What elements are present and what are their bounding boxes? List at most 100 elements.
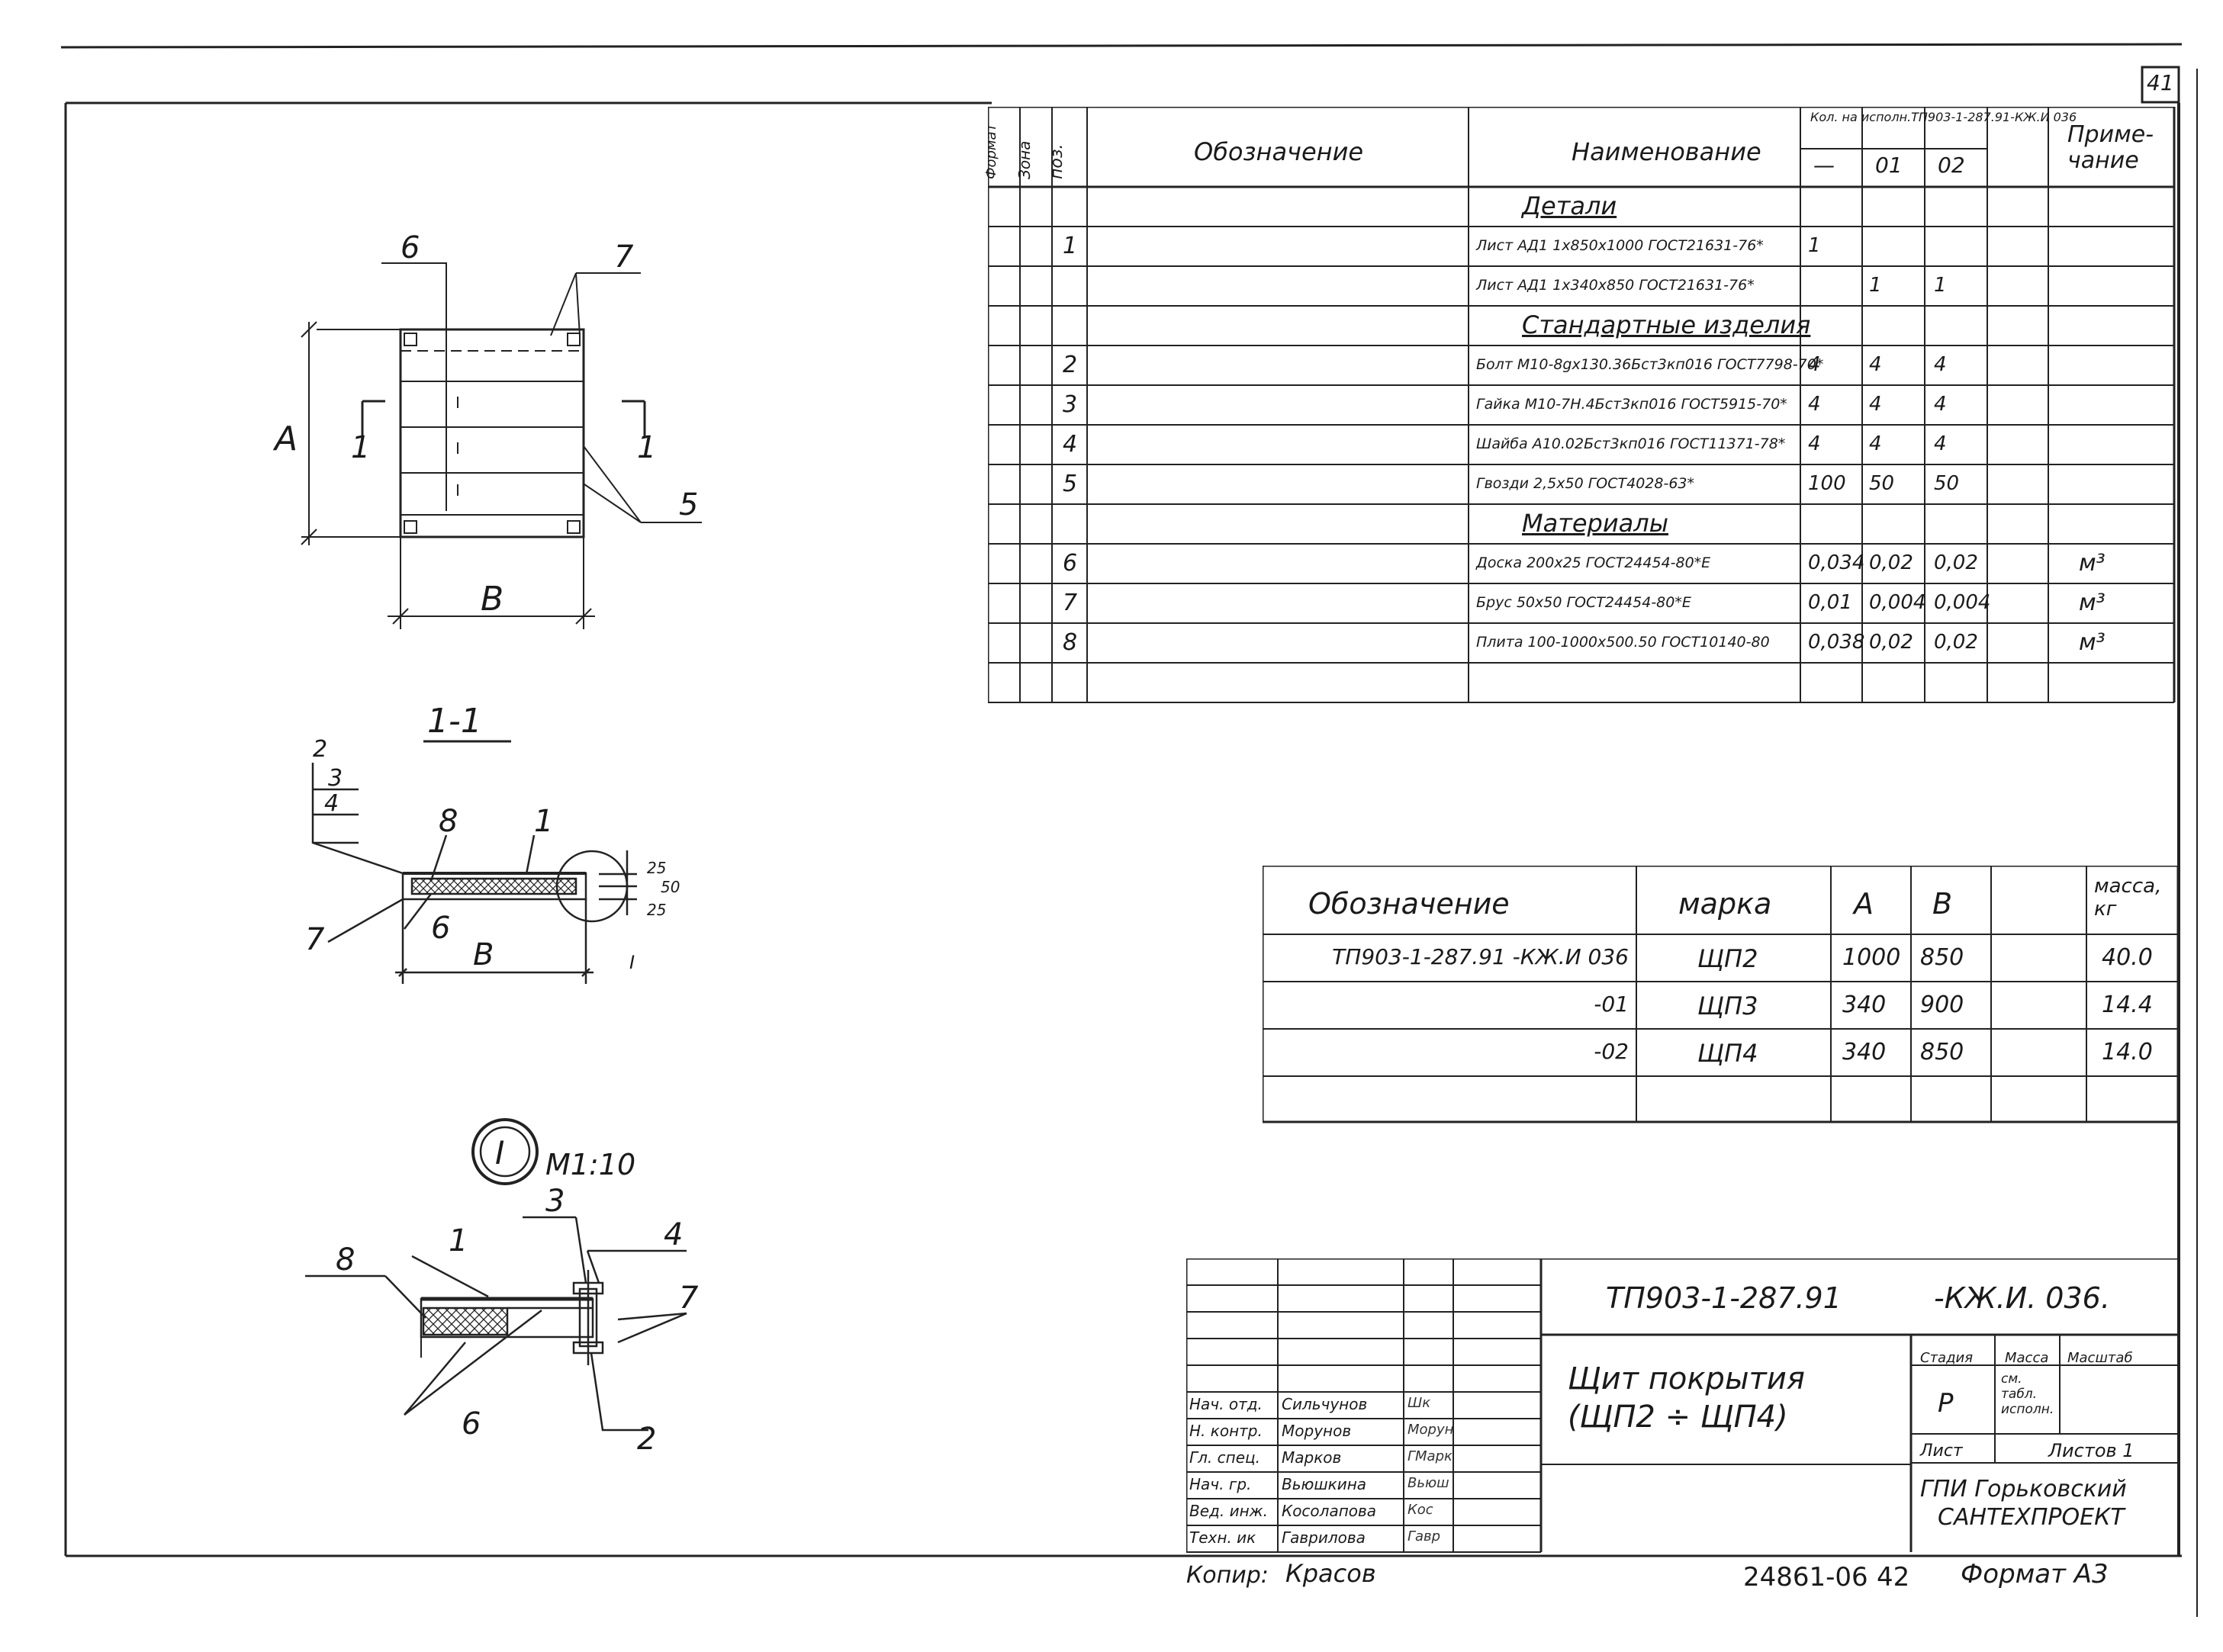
staff-role: Вед. инж. — [1189, 1502, 1269, 1520]
section-callout-2: 2 — [313, 736, 327, 763]
sheet-number: 41 — [2147, 70, 2174, 95]
spec-row-name: Доска 200х25 ГОСТ24454-80*Е — [1476, 554, 1711, 571]
mark-header-b: В — [1932, 887, 1953, 921]
title-block-grid — [1186, 1258, 2178, 1553]
mark-row-designation: -02 — [1594, 1039, 1629, 1064]
mark-header-a: А — [1854, 887, 1874, 921]
spec-row-qty-dash: 4 — [1808, 353, 1821, 376]
spec-row-note: м³ — [2079, 629, 2106, 656]
detail-callout-3: 3 — [545, 1184, 565, 1219]
mark-row-mass: 40.0 — [2102, 944, 2153, 971]
spec-row-name: Гвозди 2,5х50 ГОСТ4028-63* — [1476, 475, 1695, 492]
mark-header-mark: марка — [1678, 887, 1772, 921]
spec-row-qty-02: 4 — [1934, 353, 1947, 376]
spec-row-name: Гайка М10-7Н.4Бст3кп016 ГОСТ5915-70* — [1476, 396, 1787, 413]
title-block-sheet-label: Лист — [1920, 1441, 1963, 1461]
staff-signature: Кос — [1407, 1502, 1433, 1518]
title-block-code: ТП903-1-287.91 — [1606, 1281, 1842, 1315]
spec-row-qty-02: 4 — [1934, 393, 1947, 416]
title-block-code-suffix: -КЖ.И. 036. — [1934, 1281, 2110, 1315]
section-callout-7: 7 — [305, 922, 325, 957]
spec-row-qty-02: 0,004 — [1934, 591, 1991, 614]
title-block-stage-value: Р — [1938, 1388, 1954, 1419]
spec-row-qty-01: 0,02 — [1869, 551, 1913, 574]
spec-row-pos: 3 — [1063, 391, 1078, 418]
title-block: ТП903-1-287.91 -КЖ.И. 036. Щит покрытия … — [1186, 1258, 2180, 1556]
detail-callout-6: 6 — [462, 1406, 481, 1441]
spec-row-qty-02: 50 — [1934, 472, 1960, 495]
section-title: 1-1 — [427, 702, 482, 741]
specification-table: Формат Зона поз. Обозначение Наименовани… — [983, 107, 2180, 747]
title-block-mass-label: Масса — [2005, 1350, 2049, 1366]
callout-5: 5 — [679, 487, 698, 522]
mark-row-b: 900 — [1920, 992, 1964, 1018]
footer-format: Формат А3 — [1961, 1559, 2109, 1589]
spec-row-name: Болт М10-8gх130.36Бст3кп016 ГОСТ7798-70* — [1476, 356, 1824, 373]
spec-header-note: Приме-чание — [2067, 121, 2154, 174]
spec-header-name: Наименование — [1572, 137, 1761, 166]
staff-role: Нач. отд. — [1189, 1395, 1263, 1413]
section-dim-25b: 25 — [647, 901, 666, 919]
spec-row-qty-dash: 4 — [1808, 393, 1821, 416]
staff-role: Гл. спец. — [1189, 1448, 1260, 1467]
section-callout-6: 6 — [431, 911, 450, 946]
mark-row-a: 340 — [1842, 992, 1887, 1018]
title-block-sheets-label: Листов 1 — [2048, 1440, 2135, 1461]
staff-role: Нач. гр. — [1189, 1475, 1252, 1493]
spec-row-name: Брус 50х50 ГОСТ24454-80*Е — [1476, 594, 1691, 611]
mark-row-mark: ЩП4 — [1697, 1039, 1758, 1068]
staff-signature: Гавр — [1407, 1528, 1441, 1544]
section-callout-4: 4 — [324, 790, 339, 817]
spec-row-pos: 5 — [1063, 471, 1078, 497]
spec-row-pos: 4 — [1063, 431, 1078, 458]
mark-row-a: 340 — [1842, 1039, 1887, 1065]
detail-i-drawing: I М1:10 8 1 3 4 7 6 2 — [305, 1118, 699, 1457]
spec-header-format: Формат — [983, 123, 999, 179]
spec-row-pos: 8 — [1063, 629, 1078, 656]
spec-row-section-title: Материалы — [1522, 509, 1668, 538]
spec-header-zone: Зона — [1015, 140, 1034, 179]
mark-row-designation: ТП903-1-287.91 -КЖ.И 036 — [1332, 944, 1629, 969]
detail-reference-i: I — [629, 952, 635, 973]
title-block-org-line2: САНТЕХПРОЕКТ — [1938, 1504, 2125, 1531]
staff-name: Морунов — [1282, 1422, 1352, 1440]
footer-doc-number: 24861-06 — [1743, 1562, 1868, 1593]
spec-row-note: м³ — [2079, 550, 2106, 577]
footer-copy-label: Копир: — [1186, 1562, 1269, 1589]
spec-row-qty-dash: 0,038 — [1808, 631, 1865, 654]
spec-row-qty-dash: 0,01 — [1808, 591, 1852, 614]
spec-row-qty-dash: 4 — [1808, 432, 1821, 455]
spec-row-qty-dash: 100 — [1808, 472, 1846, 495]
staff-role: Н. контр. — [1189, 1422, 1263, 1440]
spec-row-qty-01: 50 — [1869, 472, 1895, 495]
footer-page: 42 — [1877, 1562, 1910, 1593]
mark-table-grid — [1263, 866, 2180, 1123]
mark-row-mark: ЩП3 — [1697, 992, 1758, 1020]
detail-callout-4: 4 — [664, 1217, 683, 1252]
mark-row-mass: 14.0 — [2102, 1039, 2153, 1065]
title-block-mass-value: см. табл. исполн. — [2001, 1371, 2054, 1417]
spec-row-qty-01: 4 — [1869, 432, 1882, 455]
title-block-scale-label: Масштаб — [2067, 1350, 2133, 1366]
detail-callout-8: 8 — [336, 1242, 355, 1278]
detail-callout-1: 1 — [449, 1223, 468, 1258]
section-dim-b: В — [473, 937, 494, 972]
mark-row-designation: -01 — [1594, 992, 1629, 1017]
section-callout-8: 8 — [439, 804, 458, 839]
spec-row-qty-01: 0,004 — [1869, 591, 1926, 614]
spec-row-name: Лист АД1 1х340х850 ГОСТ21631-76* — [1476, 277, 1755, 294]
section-dim-50: 50 — [661, 878, 680, 896]
callout-6: 6 — [401, 230, 420, 265]
specification-table-grid — [988, 107, 2176, 703]
title-block-stage-label: Стадия — [1920, 1350, 1974, 1366]
plan-view-drawing: А 1 1 В 6 7 5 — [272, 230, 702, 629]
spec-row-qty-01: 1 — [1869, 274, 1882, 297]
staff-name: Косолапова — [1282, 1502, 1377, 1520]
mark-row-b: 850 — [1920, 1039, 1964, 1065]
mark-table: Обозначение марка А В масса, кг ТП903-1-… — [1263, 866, 2180, 1125]
staff-signature: ГМарк — [1407, 1448, 1453, 1464]
dim-a-label: А — [272, 419, 298, 458]
spec-row-qty-01: 0,02 — [1869, 631, 1913, 654]
footer-copy-sign: Красов — [1285, 1559, 1376, 1588]
